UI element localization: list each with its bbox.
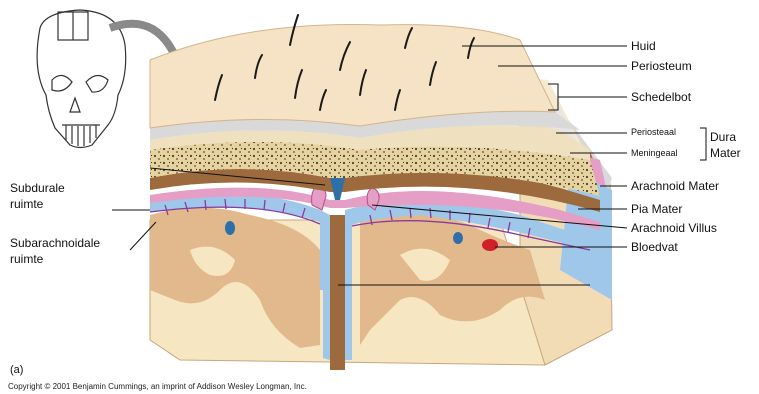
- label-arachnoid-villus: Arachnoid Villus: [631, 221, 717, 235]
- label-dura-line2: Mater: [710, 146, 741, 160]
- label-bloedvat: Bloedvat: [631, 240, 678, 254]
- label-schedelbot: Schedelbot: [631, 90, 691, 104]
- label-periosteum: Periosteum: [631, 59, 692, 73]
- label-subdurale-line1: Subdurale: [10, 181, 65, 195]
- label-subdurale-line2: ruimte: [10, 197, 43, 211]
- label-pia-mater: Pia Mater: [631, 202, 682, 216]
- figure-label: (a): [10, 364, 23, 376]
- label-meningeaal: Meningeaal: [631, 148, 678, 159]
- label-huid: Huid: [631, 39, 656, 53]
- label-subarachnoidale-line2: ruimte: [10, 252, 43, 266]
- label-periosteaal: Periosteaal: [631, 127, 676, 138]
- label-dura-line1: Dura: [710, 130, 736, 144]
- copyright-text: Copyright © 2001 Benjamin Cummings, an i…: [8, 382, 307, 391]
- label-arachnoid-mater: Arachnoid Mater: [631, 179, 719, 193]
- label-subarachnoidale-line1: Subarachnoidale: [10, 236, 100, 250]
